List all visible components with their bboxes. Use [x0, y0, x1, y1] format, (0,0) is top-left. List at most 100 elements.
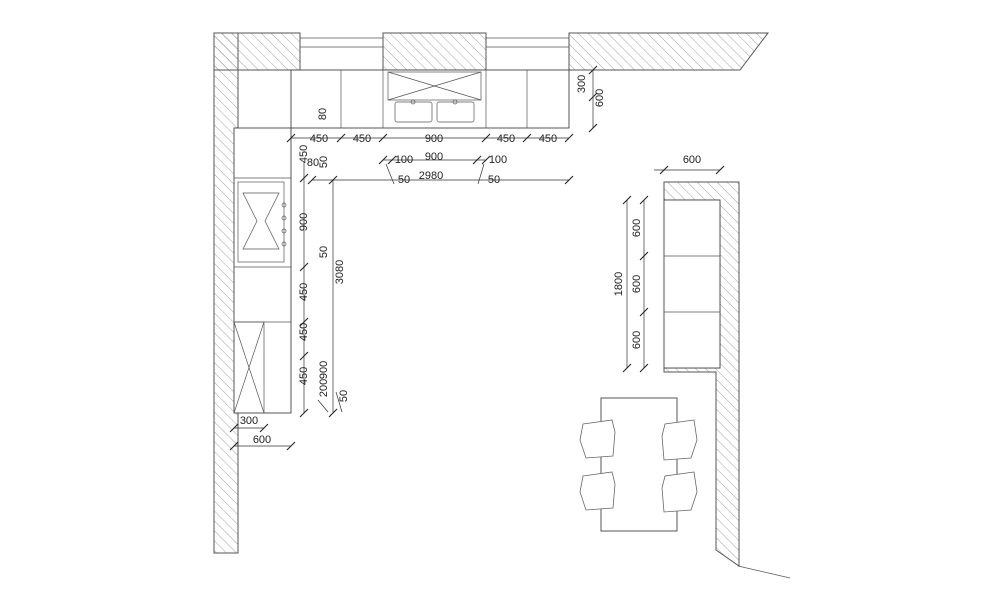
upper-cabinet-cross	[387, 71, 482, 101]
faucet-icon	[410, 99, 416, 105]
left-cabinet-run	[233, 127, 292, 414]
dim-tick	[715, 165, 725, 175]
chair-icon	[579, 471, 616, 511]
top-wall-left-segment	[213, 32, 301, 71]
hob-knob-icon	[281, 202, 287, 208]
dim-tick	[481, 155, 491, 165]
sofa-body	[663, 199, 721, 369]
dim-label: 300	[576, 75, 588, 93]
dining-set	[579, 397, 698, 532]
dim-label: 600	[631, 331, 643, 349]
dim-tick	[639, 195, 649, 205]
dim-label: 600	[253, 434, 271, 446]
dim-tick	[229, 441, 239, 451]
leader-line	[335, 391, 343, 413]
top-wall-right-segment	[568, 32, 770, 71]
dim-label: 600	[594, 89, 606, 107]
dim-tick	[299, 351, 309, 361]
dim-label: 50	[488, 174, 500, 186]
dim-label: 450	[497, 133, 515, 145]
dimension-labels: 450 450 900 450 450 100 900 100 50 50 29…	[240, 75, 701, 446]
dim-label: 2980	[419, 170, 443, 182]
dim-tick	[299, 262, 309, 272]
hob-burner-icon	[242, 192, 280, 250]
dim-label: 450	[298, 145, 310, 163]
faucet-icon	[452, 99, 458, 105]
sofa	[663, 199, 721, 369]
floor-edge-line	[737, 565, 791, 579]
dim-label: 900	[318, 361, 330, 379]
dim-label: 80	[307, 157, 319, 169]
leader-line	[477, 163, 485, 185]
dim-label: 50	[338, 390, 350, 402]
dim-label: 600	[683, 154, 701, 166]
dim-label: 50	[398, 174, 410, 186]
hob-knob-icon	[281, 215, 287, 221]
dim-label: 600	[631, 219, 643, 237]
top-wall-window-segment	[382, 32, 487, 71]
hob-knob-icon	[281, 228, 287, 234]
dim-tick	[659, 165, 669, 175]
leader-line	[385, 163, 395, 185]
dim-tick	[328, 175, 338, 185]
dim-label: 100	[489, 154, 507, 166]
dim-tick	[299, 173, 309, 183]
dim-tick	[299, 317, 309, 327]
dim-label: 300	[240, 415, 258, 427]
dim-label: 450	[310, 133, 328, 145]
dim-tick	[481, 133, 491, 143]
dim-label: 3080	[334, 260, 346, 284]
dim-tick	[378, 133, 388, 143]
leader-line	[317, 399, 329, 413]
chair-icon	[661, 471, 698, 513]
top-counter	[290, 69, 570, 129]
dim-tick	[639, 307, 649, 317]
dim-label: 100	[395, 154, 413, 166]
dim-tick	[639, 363, 649, 373]
dim-label: 450	[298, 367, 310, 385]
dim-tick	[259, 423, 269, 433]
tall-unit-cross	[233, 321, 265, 414]
dim-label: 1800	[613, 272, 625, 296]
dim-label: 900	[425, 133, 443, 145]
dim-label: 450	[353, 133, 371, 145]
top-cabinet-run	[290, 69, 570, 129]
left-counter	[233, 127, 292, 414]
dim-label: 450	[539, 133, 557, 145]
dim-tick	[588, 123, 598, 133]
dim-tick	[639, 251, 649, 261]
chair-icon	[661, 419, 698, 461]
chair-icon	[579, 419, 616, 459]
dim-label: 80	[317, 108, 329, 120]
dim-tick	[622, 363, 632, 373]
hob	[237, 181, 285, 263]
sink-bowl-left	[394, 101, 433, 123]
dim-label: 50	[318, 156, 330, 168]
dim-label: 600	[631, 275, 643, 293]
dim-label: 200	[318, 379, 330, 397]
walls	[213, 32, 791, 579]
dim-tick	[472, 155, 482, 165]
dim-tick	[299, 408, 309, 418]
dim-tick	[286, 133, 296, 143]
dim-tick	[564, 133, 574, 143]
dimension-lines	[229, 65, 725, 451]
dim-tick	[328, 408, 338, 418]
upper-cabinet-box	[387, 71, 482, 101]
dim-tick	[588, 65, 598, 75]
dim-label: 450	[298, 283, 310, 301]
dim-tick	[378, 155, 388, 165]
dim-tick	[387, 155, 397, 165]
dim-tick	[588, 92, 598, 102]
hob-knob-icon	[281, 241, 287, 247]
dim-tick	[336, 133, 346, 143]
dim-label: 900	[425, 151, 443, 163]
dim-tick	[286, 441, 296, 451]
dim-tick	[522, 133, 532, 143]
tall-unit	[233, 321, 265, 414]
dim-label: 50	[318, 246, 330, 258]
dim-tick	[229, 423, 239, 433]
dim-label: 450	[298, 323, 310, 341]
dim-tick	[622, 195, 632, 205]
